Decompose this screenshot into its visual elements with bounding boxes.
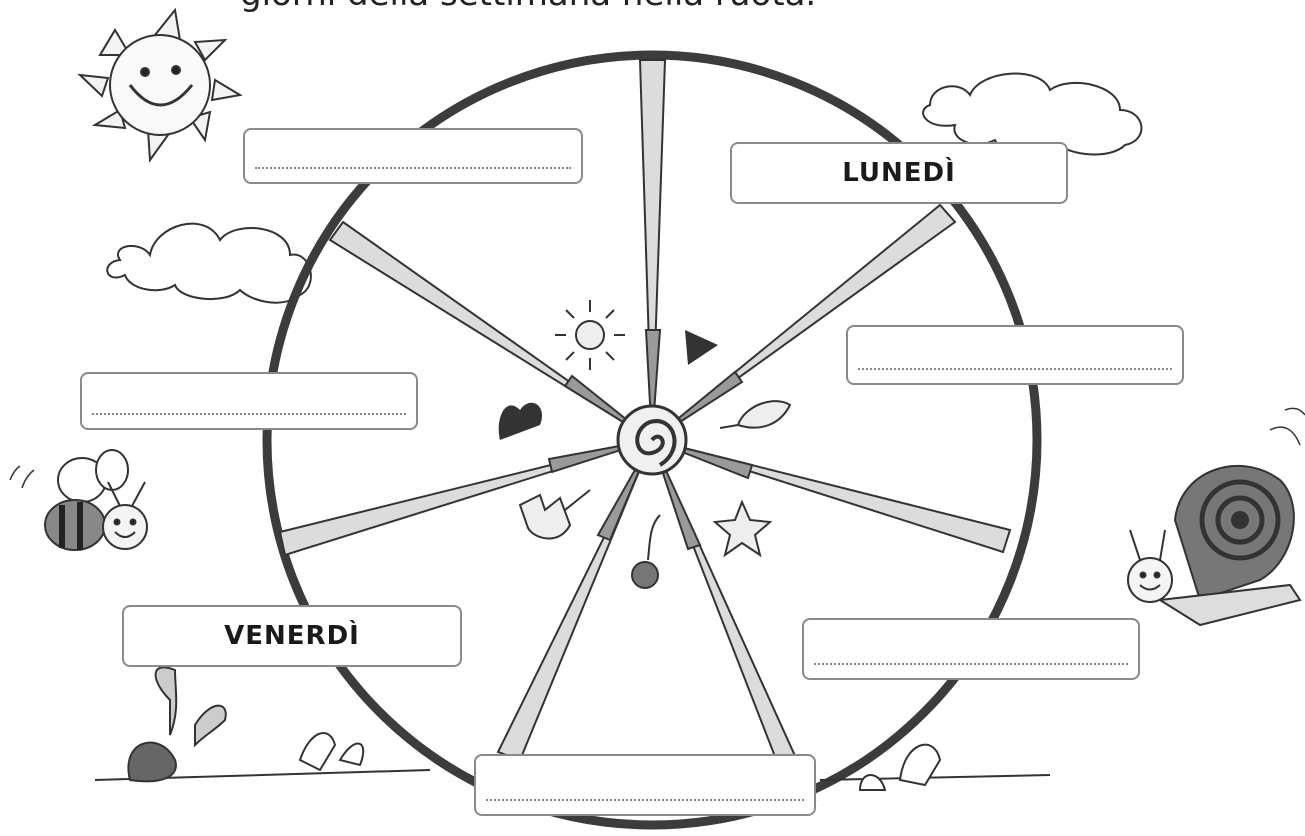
day-box-middle-left[interactable] [80, 372, 418, 430]
heart-icon [499, 403, 542, 440]
triangle-icon [685, 330, 718, 365]
writing-line [486, 799, 804, 801]
flower-icon [715, 502, 770, 555]
day-box-bottom-right[interactable] [802, 618, 1140, 680]
leaf-icon [720, 401, 790, 428]
day-label: VENERDÌ [124, 621, 460, 651]
sun-icon [80, 10, 240, 160]
bee-icon [10, 450, 147, 550]
cherry-icon [632, 515, 660, 588]
day-label: LUNEDÌ [732, 158, 1066, 188]
writing-line [814, 663, 1128, 665]
day-box-top-left[interactable] [243, 128, 583, 184]
writing-line [858, 368, 1172, 370]
writing-line [255, 167, 571, 169]
writing-line [92, 413, 406, 415]
small-sun-icon [555, 300, 625, 370]
day-box-bottom-left[interactable]: VENERDÌ [122, 605, 462, 667]
cloud-icon [107, 224, 311, 303]
day-box-top-right[interactable]: LUNEDÌ [730, 142, 1068, 204]
wheel-hub [618, 406, 686, 474]
day-box-middle-right[interactable] [846, 325, 1184, 385]
snail-icon [1128, 408, 1305, 625]
tulip-icon [520, 490, 590, 539]
day-box-bottom-center[interactable] [474, 754, 816, 816]
